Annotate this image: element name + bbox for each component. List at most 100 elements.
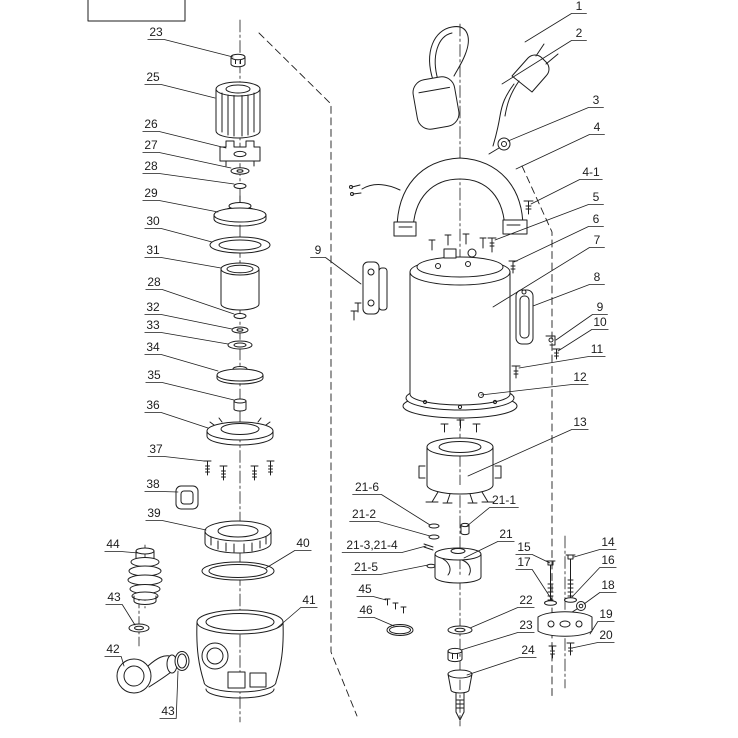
part-38-clip	[175, 485, 199, 510]
callout-32: 32	[144, 300, 233, 330]
part-30-ring	[209, 236, 271, 254]
callout-3: 3	[507, 93, 604, 142]
part-number-label: 4	[594, 120, 601, 134]
callout-leader-line	[144, 314, 233, 330]
callout-leader-line	[466, 657, 537, 676]
callout-29: 29	[142, 186, 219, 213]
part-number-label: 28	[144, 159, 158, 173]
part-number-label: 42	[106, 642, 120, 656]
callout-46: 46	[357, 603, 395, 627]
callout-23: 23	[460, 618, 535, 651]
part-number-label: 33	[146, 318, 160, 332]
callout-36: 36	[144, 398, 209, 429]
callout-leader-line	[480, 384, 589, 396]
part-18-fitting	[568, 601, 586, 615]
part-40-gasket	[201, 561, 275, 581]
callout-40: 40	[265, 536, 312, 569]
part-14-bolt	[565, 554, 576, 599]
part-number-label: 21-3,21-4	[346, 538, 398, 552]
part-9-bracket-left	[350, 261, 388, 321]
part-number-label: 25	[146, 70, 160, 84]
callout-4: 4	[515, 120, 605, 170]
callout-leader-line	[147, 39, 234, 58]
callout-43: 43	[159, 670, 179, 719]
callout-19: 19	[589, 607, 615, 635]
callout-13: 13	[467, 415, 589, 477]
part-39-bearing-ring	[204, 520, 272, 554]
callout-21-6: 21-6	[352, 480, 431, 526]
part-number-label: 11	[591, 342, 604, 356]
part-36-diffuser	[206, 417, 274, 446]
part-number-label: 28	[147, 275, 161, 289]
callout-leader-line	[159, 670, 179, 719]
part-24-shaft-fitting	[447, 669, 473, 721]
part-45-screws	[384, 598, 407, 614]
part-23-nut	[230, 53, 246, 68]
callout-leader-line	[142, 200, 219, 213]
callout-25: 25	[144, 70, 216, 99]
callout-21: 21	[463, 527, 515, 559]
callout-7: 7	[492, 233, 605, 308]
callout-26: 26	[142, 117, 227, 149]
callout-leader-line	[145, 520, 207, 531]
callout-18: 18	[583, 578, 617, 605]
part-number-label: 12	[573, 370, 587, 384]
part-11-screw	[511, 365, 521, 379]
part-number-label: 14	[601, 535, 615, 549]
callout-44: 44	[104, 537, 139, 554]
part-number-label: 44	[106, 537, 120, 551]
part-number-label: 20	[599, 628, 613, 642]
section-boundary-dashed	[258, 32, 553, 717]
callout-8: 8	[532, 270, 605, 307]
part-number-label: 18	[601, 578, 615, 592]
callout-leader-line	[144, 228, 213, 243]
callout-1: 1	[524, 0, 587, 43]
part-13-seal-housing	[418, 419, 502, 504]
callout-12: 12	[480, 370, 589, 396]
callout-leader-line	[142, 152, 232, 169]
callout-leader-line	[145, 289, 235, 315]
callout-leader-line	[583, 592, 617, 605]
callout-leader-line	[265, 550, 312, 569]
part-8-capacitor-bracket	[515, 289, 534, 345]
part-number-label: 34	[146, 340, 160, 354]
callout-43: 43	[105, 590, 136, 626]
callout-16: 16	[571, 553, 617, 598]
part-10-screw	[552, 348, 561, 360]
part-16-washer	[564, 597, 577, 603]
part-4-1-screw	[523, 200, 534, 215]
part-number-label: 40	[296, 536, 310, 550]
callout-leader-line	[142, 131, 227, 149]
callout-42: 42	[104, 642, 125, 667]
drawing-frame-corner	[87, 0, 186, 22]
callout-leader-line	[494, 204, 604, 241]
part-number-label: 35	[147, 368, 161, 382]
part-19-base-bracket	[537, 611, 593, 637]
callout-2: 2	[501, 26, 587, 85]
callout-leader-line	[104, 656, 125, 667]
callout-leader-line	[518, 356, 606, 369]
part-number-label: 30	[146, 214, 160, 228]
part-28-washer	[233, 183, 247, 189]
motor-top-screws	[428, 233, 487, 251]
callout-leader-line	[351, 564, 429, 575]
part-9-clip-right	[545, 335, 556, 346]
part-21-3-4-key	[423, 543, 434, 551]
callout-leader-line	[349, 521, 431, 537]
callout-20: 20	[571, 628, 615, 649]
part-34-disc	[216, 366, 264, 385]
power-plug-and-cord	[492, 43, 559, 147]
left-assembly	[116, 53, 284, 699]
part-number-label: 26	[144, 117, 158, 131]
part-number-label: 29	[144, 186, 158, 200]
part-number-label: 9	[315, 243, 322, 257]
callout-leader-line	[144, 84, 216, 99]
part-number-label: 21-2	[352, 507, 376, 521]
part-number-label: 3	[593, 93, 600, 107]
part-number-label: 45	[358, 582, 372, 596]
callout-leader-line	[532, 284, 605, 307]
callout-9: 9	[555, 300, 608, 341]
part-number-label: 23	[519, 618, 533, 632]
callout-38: 38	[144, 477, 179, 493]
part-35-spacer	[233, 398, 247, 412]
